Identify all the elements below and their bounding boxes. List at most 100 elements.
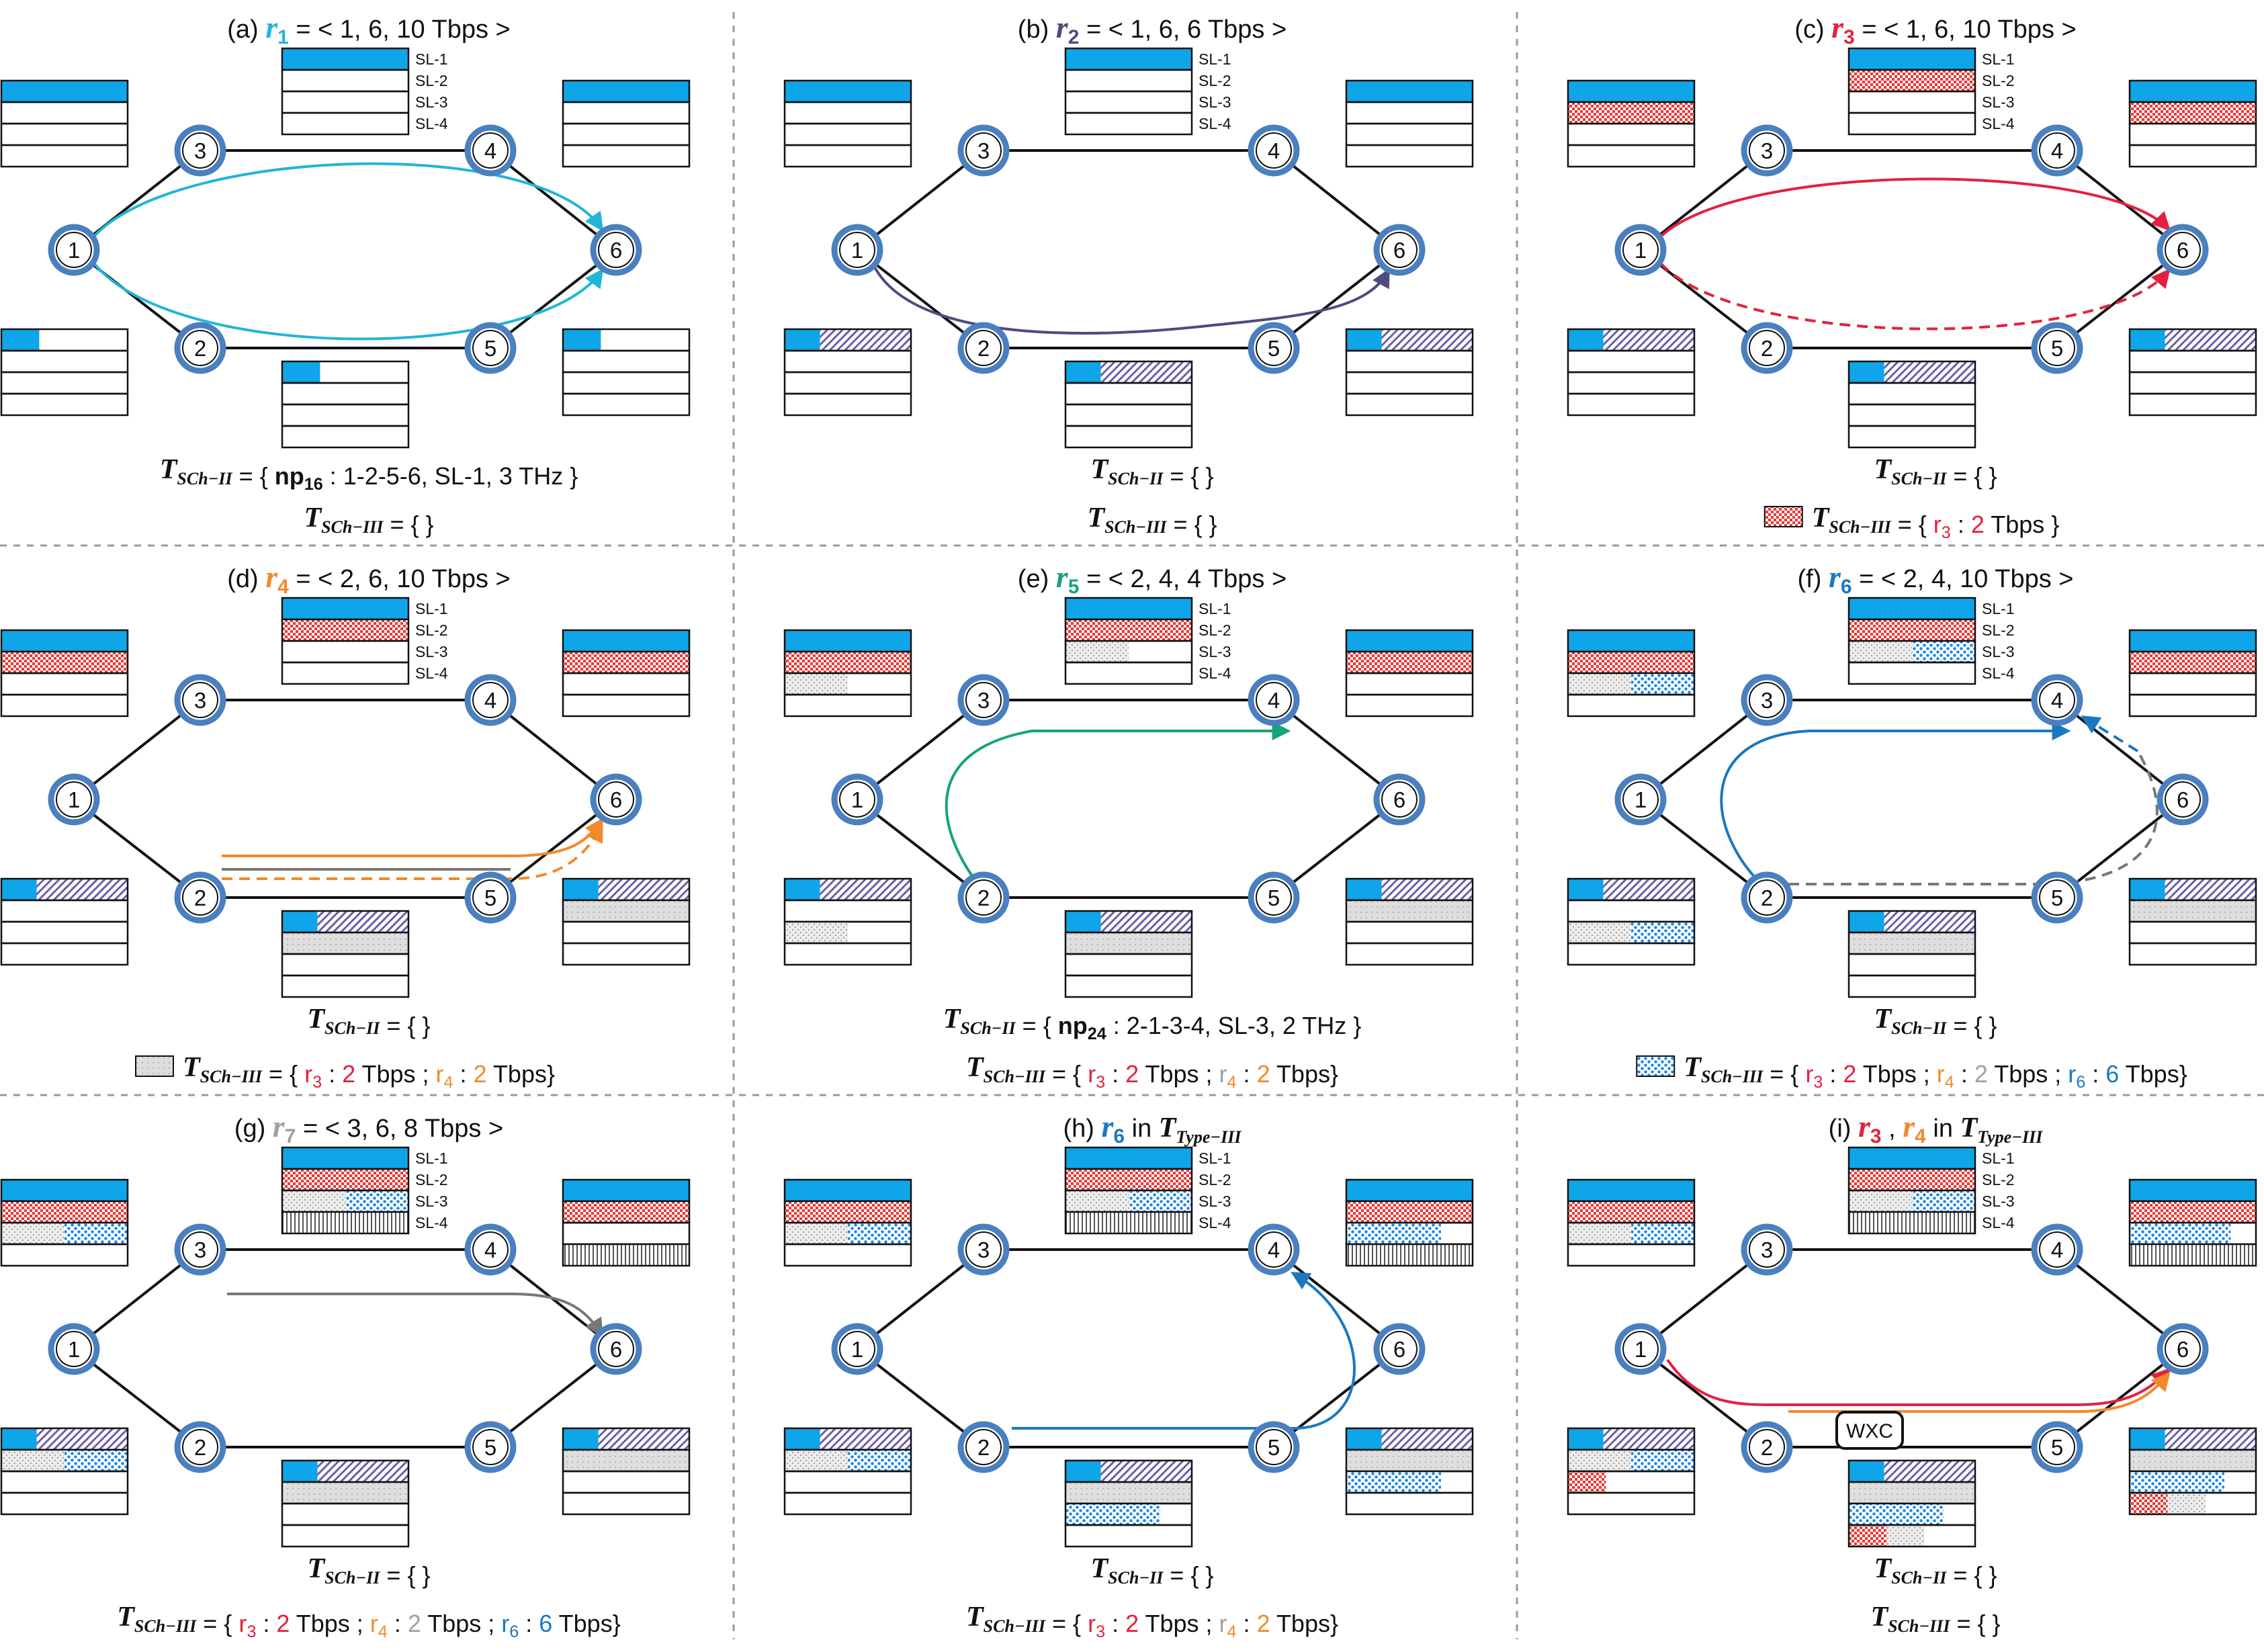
- fiber-link-4-6: [489, 149, 617, 251]
- link-label: SL-3: [415, 643, 448, 660]
- slot-row: [783, 1491, 912, 1516]
- slot-fill: [598, 879, 689, 900]
- legend-swatch: [134, 1055, 174, 1077]
- spectrum-table-top-left: [0, 1178, 129, 1267]
- slot-row: [281, 112, 410, 136]
- slot-fill: [2130, 1428, 2165, 1450]
- spectrum-table-bottom-left: [1567, 1427, 1696, 1516]
- spectrum-table-top-center: SL-1SL-2SL-3SL-4: [1064, 597, 1231, 685]
- spectrum-table-top-center: SL-1SL-2SL-3SL-4: [1847, 1146, 2015, 1235]
- fiber-link-4-6: [1272, 699, 1401, 801]
- slot-fill: [785, 630, 911, 652]
- slot-row: [0, 1243, 129, 1267]
- slot-row: [562, 144, 691, 168]
- slot-fill: [1568, 102, 1694, 124]
- node-label-4: 4: [484, 1237, 496, 1262]
- node-label-5: 5: [2051, 885, 2063, 910]
- slot-fill: [2130, 102, 2256, 124]
- slot-fill: [1, 81, 128, 102]
- node-core: [1749, 132, 1785, 169]
- node-core: [1749, 879, 1785, 916]
- node-core: [2039, 879, 2075, 916]
- node-core: [965, 1429, 1002, 1465]
- link-label: SL-2: [1199, 621, 1231, 639]
- slot-row: [1345, 672, 1474, 696]
- spectrum-table-bottom-right: [2128, 1427, 2257, 1516]
- slot-row: [562, 920, 691, 945]
- spectrum-table-bottom-center: [281, 1459, 410, 1548]
- node-label-2: 2: [977, 885, 990, 910]
- slot-fill: [1568, 1471, 1606, 1493]
- node-core: [839, 232, 875, 268]
- fiber-link-1-2: [73, 1348, 202, 1448]
- wxc-box: [1835, 1411, 1904, 1450]
- slot-fill: [1849, 1461, 1884, 1482]
- slot-fill: [1, 329, 40, 351]
- caption-sch-ii: TSCh−II = { }: [1091, 454, 1214, 490]
- slot-fill: [64, 1223, 128, 1244]
- fiber-link-5-6: [489, 798, 617, 899]
- node-core: [472, 879, 509, 916]
- caption-sch-ii: TSCh−II = { }: [1874, 1004, 1997, 1039]
- link-label: SL-3: [1982, 643, 2015, 660]
- slot-row: [783, 349, 912, 374]
- spectrum-table-top-center: SL-1SL-2SL-3SL-4: [1847, 597, 2015, 685]
- node-label-3: 3: [1761, 688, 1773, 713]
- fiber-link-5-6: [1272, 249, 1401, 349]
- node-label-3: 3: [977, 138, 990, 163]
- slot-fill: [1912, 1190, 1975, 1212]
- slot-row: [1345, 920, 1474, 945]
- node-core: [1256, 1231, 1292, 1268]
- caption-sch-ii: TSCh−II = { }: [308, 1004, 431, 1039]
- slot-fill: [563, 1428, 599, 1450]
- spectrum-table-top-left: [0, 629, 129, 718]
- spectrum-table-top-right: [1345, 1178, 1474, 1267]
- slot-fill: [1065, 911, 1101, 932]
- slot-row: [562, 1491, 691, 1516]
- node-label-4: 4: [2051, 138, 2063, 163]
- fiber-link-5-6: [1272, 1348, 1401, 1448]
- link-label: SL-1: [1199, 600, 1231, 617]
- slot-fill: [1381, 1428, 1473, 1450]
- slot-row: [1064, 1211, 1193, 1235]
- request-path: [222, 818, 604, 857]
- slot-fill: [1849, 1525, 1887, 1547]
- slot-fill: [1912, 641, 1975, 662]
- slot-fill: [1065, 598, 1192, 619]
- slot-row: [0, 371, 129, 395]
- slot-row: [1064, 112, 1193, 136]
- fiber-link-1-2: [856, 1348, 985, 1448]
- link-label: SL-3: [1199, 93, 1231, 111]
- fiber-link-1-3: [856, 699, 985, 801]
- slot-fill: [345, 1190, 408, 1212]
- slot-fill: [317, 911, 408, 932]
- node-core: [182, 330, 218, 366]
- caption-sch-iii: TSCh−III = { }: [1870, 1602, 2000, 1637]
- slot-fill: [1065, 932, 1192, 954]
- spectrum-table-bottom-center: [1064, 910, 1193, 998]
- node-label-3: 3: [194, 138, 206, 163]
- node-label-6: 6: [610, 238, 622, 263]
- slot-row: [1064, 661, 1193, 685]
- node-core: [2039, 330, 2075, 366]
- node-label-6: 6: [2177, 238, 2189, 263]
- node-label-5: 5: [484, 885, 496, 910]
- link-label: SL-1: [1982, 1149, 2015, 1167]
- slot-fill: [282, 1461, 318, 1482]
- link-label: SL-1: [415, 50, 448, 68]
- slot-fill: [1065, 1482, 1192, 1504]
- slot-fill: [2167, 1493, 2206, 1514]
- node-label-6: 6: [610, 1337, 622, 1362]
- spectrum-table-bottom-right: [1345, 1427, 1474, 1516]
- node-label-1: 1: [851, 787, 863, 812]
- panel-title: (e) r5 = < 2, 4, 4 Tbps >: [1018, 560, 1287, 598]
- slot-row: [562, 122, 691, 146]
- slot-row: [783, 899, 912, 923]
- slot-row: [0, 1470, 129, 1494]
- link-label: SL-2: [415, 621, 448, 639]
- slot-row: [1567, 1243, 1696, 1267]
- slot-fill: [1568, 1201, 1694, 1223]
- slot-row: [0, 942, 129, 966]
- slot-fill: [2130, 630, 2256, 652]
- slot-fill: [1849, 911, 1884, 932]
